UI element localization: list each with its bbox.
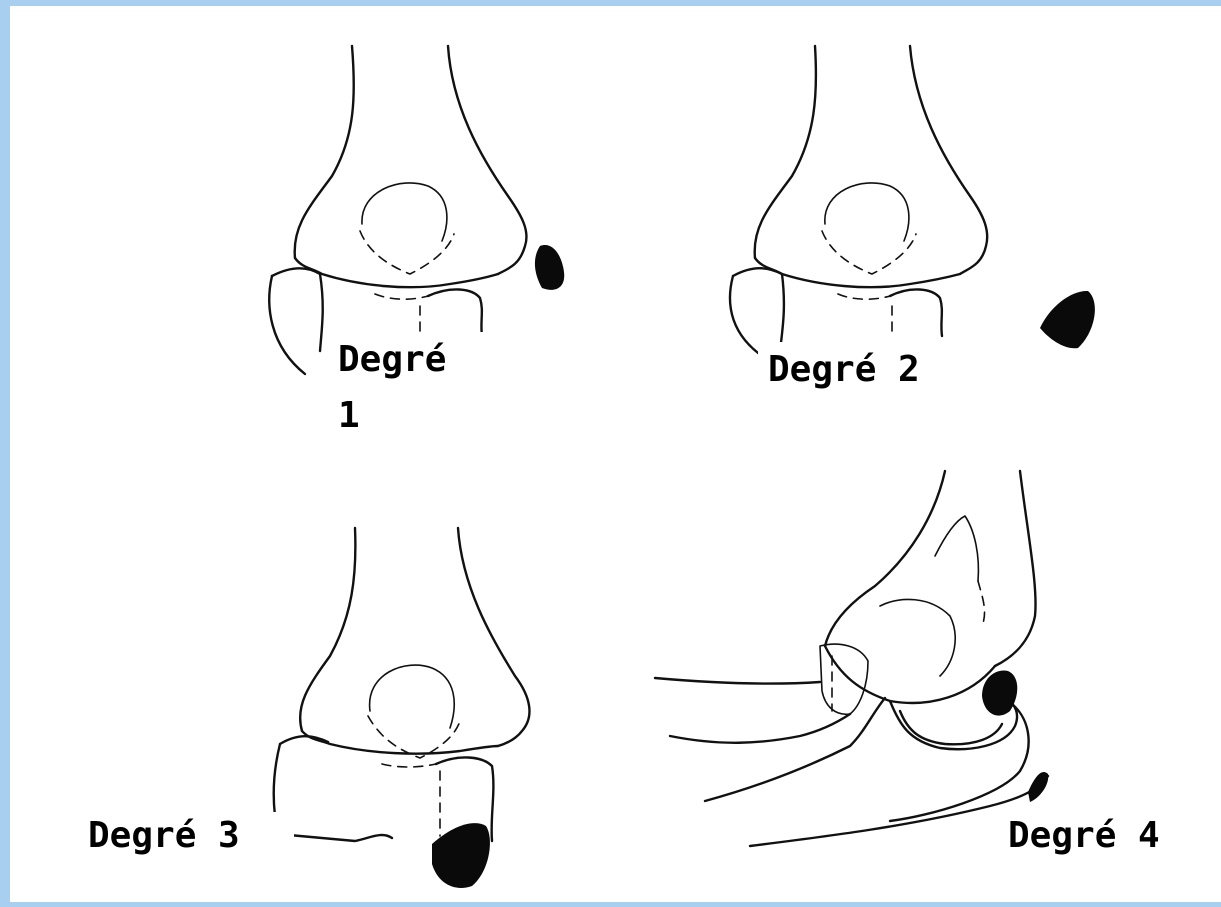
humerus-shaft-left	[295, 46, 354, 258]
capitulum-dashed	[978, 581, 985, 626]
elbow-drawing-grade-1	[10, 6, 620, 446]
radial-head-outline	[820, 644, 868, 714]
capitulum-outline	[825, 183, 909, 241]
ulna-outline	[428, 289, 482, 336]
grade-4-label: Degré 4	[1002, 808, 1166, 864]
humerus-shaft-right	[910, 46, 987, 274]
humerus-condyle	[755, 258, 960, 287]
trochlea-outline	[880, 599, 955, 676]
ulna-outline	[890, 289, 942, 336]
radius-head	[272, 268, 323, 351]
humerus-condyle	[302, 731, 498, 754]
capitulum-outline	[935, 516, 978, 581]
humerus-shaft-left	[755, 46, 816, 258]
trochlea-dashed	[822, 231, 916, 274]
humerus-shaft-right	[448, 46, 526, 274]
humerus-shaft-right	[458, 528, 529, 746]
ulna-inner	[900, 711, 1002, 744]
capitulum-outline	[362, 183, 447, 241]
epicondyle-fragment-2	[1040, 291, 1095, 348]
panel-grade-1	[10, 6, 620, 446]
grade-1-label: Degré 1	[332, 332, 494, 444]
capitulum-outline	[370, 665, 455, 728]
ulna-shaft	[890, 701, 1029, 821]
humerus-shaft-right	[995, 471, 1036, 666]
radial-head-dashed	[838, 294, 890, 299]
humerus-condyle	[295, 258, 498, 287]
grade-2-label: Degré 2	[762, 342, 926, 398]
epicondyle-fragment-3	[432, 823, 490, 888]
small-fragment-4	[1028, 772, 1048, 802]
radial-head-dashed	[382, 764, 436, 767]
trochlea-dashed	[360, 231, 454, 274]
grade-3-label: Degré 3	[82, 808, 246, 864]
radial-head-dashed	[375, 294, 428, 299]
humerus-shaft-left	[300, 528, 355, 731]
radius-upper	[655, 678, 820, 684]
humerus-shaft-left	[825, 471, 945, 646]
epicondyle-fragment-1	[535, 245, 564, 290]
radius-head	[733, 268, 784, 351]
radius-head	[280, 736, 328, 744]
radius-lower	[670, 714, 850, 743]
epicondyle-fragment-4	[982, 670, 1017, 715]
humerus-condyle	[825, 646, 995, 703]
radius-neck	[269, 276, 305, 374]
ulna-upper	[705, 698, 885, 801]
